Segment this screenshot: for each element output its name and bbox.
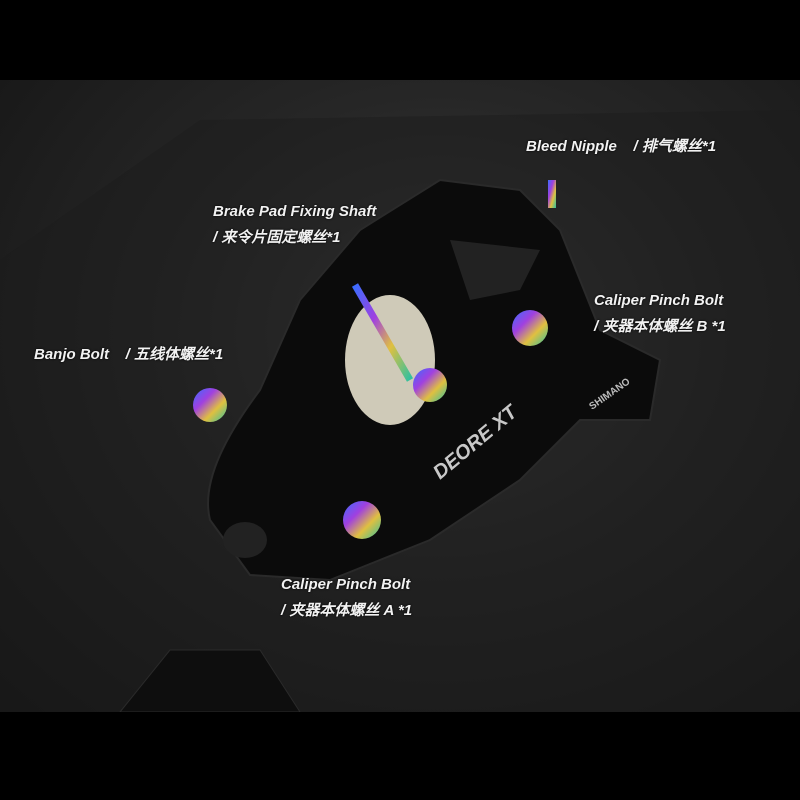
label-zh: / 来令片固定螺丝*1	[213, 229, 341, 246]
label-zh: / 夹器本体螺丝 B *1	[594, 318, 726, 335]
label-en: Caliper Pinch Bolt	[281, 576, 411, 593]
top-black-band	[0, 0, 800, 80]
label-en: Banjo Bolt	[34, 346, 109, 363]
shaft-head	[413, 368, 447, 402]
label-en: Brake Pad Fixing Shaft	[213, 203, 377, 220]
mount-hole	[223, 522, 267, 558]
bottom-black-band	[0, 712, 800, 800]
banjo-bolt	[193, 388, 227, 422]
pinch-bolt-b	[512, 310, 548, 346]
brake-pad	[345, 295, 435, 425]
bleed-nipple-bolt	[548, 180, 556, 208]
label-bleed-nipple: Bleed Nipple / 排气螺丝*1	[526, 134, 716, 160]
label-en: Bleed Nipple	[526, 138, 617, 155]
label-pinch-bolt-a: Caliper Pinch Bolt / 夹器本体螺丝 A *1	[281, 572, 412, 624]
pinch-bolt-a	[343, 501, 381, 539]
label-brake-pad-shaft: Brake Pad Fixing Shaft / 来令片固定螺丝*1	[213, 199, 376, 251]
label-zh: / 五线体螺丝*1	[125, 346, 224, 363]
label-banjo-bolt: Banjo Bolt / 五线体螺丝*1	[34, 342, 223, 368]
label-zh: / 夹器本体螺丝 A *1	[281, 602, 413, 619]
pad-shaft-bolt	[351, 283, 414, 382]
caliper-highlight	[450, 240, 540, 300]
label-zh: / 排气螺丝*1	[633, 138, 717, 155]
label-pinch-bolt-b: Caliper Pinch Bolt / 夹器本体螺丝 B *1	[594, 288, 726, 340]
label-en: Caliper Pinch Bolt	[594, 292, 724, 309]
